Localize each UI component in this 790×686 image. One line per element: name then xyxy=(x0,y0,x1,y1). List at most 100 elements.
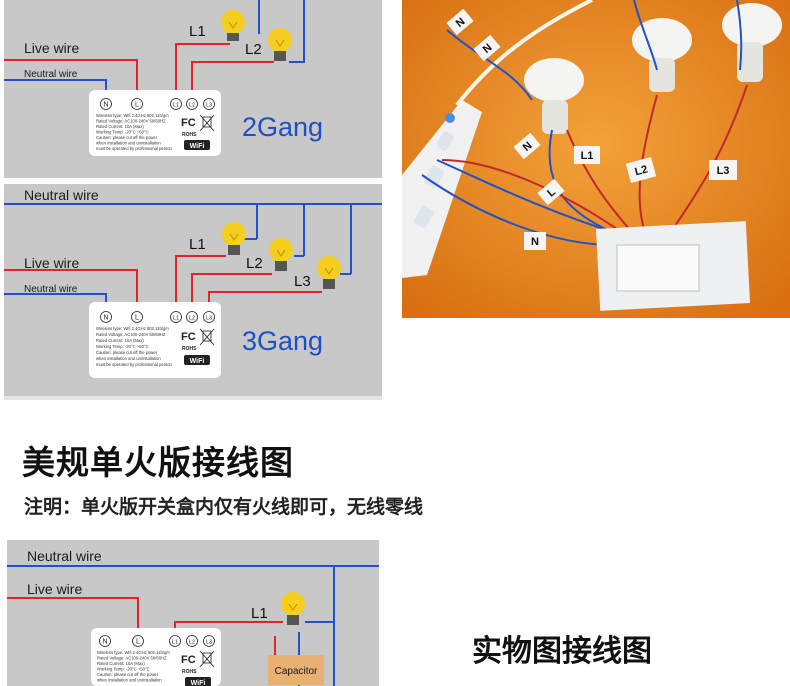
svg-text:when installation and uninstal: when installation and uninstallation xyxy=(97,678,162,683)
terminal-n: N xyxy=(103,102,108,109)
terminal-l: L xyxy=(135,102,139,109)
panel-2gang: Live wire Neutral wire L1 L2 N L L1 L2 L… xyxy=(4,0,382,178)
photo-wiring-title: 实物图接线图 xyxy=(472,634,652,669)
wire-tag: L xyxy=(537,178,565,206)
terminal-row: N L L1 L2 L3 xyxy=(100,98,215,110)
rohs-mark: ROHS xyxy=(182,132,197,138)
panel-capacitor: Neutral wire Live wire L1 Capacitor N L … xyxy=(7,540,379,686)
switch-module: N L L1 L2 L3 Wireless type: Wifi 2.4GHz … xyxy=(89,302,221,378)
svg-text:Rated Current: 10A (Max): Rated Current: 10A (Max) xyxy=(97,661,145,666)
bulb-icon xyxy=(317,256,341,289)
svg-text:L2: L2 xyxy=(634,164,650,179)
svg-text:Working Temp: -20°C ~50°C: Working Temp: -20°C ~50°C xyxy=(96,130,149,135)
svg-text:Rated Voltage: AC100-240V 50/6: Rated Voltage: AC100-240V 50/60HZ xyxy=(96,119,166,124)
lamp-label-l3: L3 xyxy=(294,273,311,290)
terminal-l2: L2 xyxy=(189,103,195,109)
svg-text:Caution: please cut off the po: Caution: please cut off the power xyxy=(97,672,159,677)
terminal-l3: L3 xyxy=(206,103,212,109)
wire-tag: L1 xyxy=(574,146,600,164)
wiring-note: 注明：单火版开关盒内仅有火线即可，无线零线 xyxy=(24,496,424,518)
spec-text: Wireless type: Wifi 2.4GHz 802.11b/g/n R… xyxy=(96,113,173,151)
lamp-label-l1: L1 xyxy=(251,605,268,622)
bulb-icon xyxy=(281,592,305,625)
live-wire-label: Live wire xyxy=(27,581,82,597)
gang-label-3: 3Gang xyxy=(242,326,323,356)
lamp-label-l2: L2 xyxy=(245,41,262,58)
svg-text:must be operated by profession: must be operated by professional person xyxy=(96,362,173,367)
terminal-l1: L1 xyxy=(172,640,178,646)
capacitor-box xyxy=(268,655,324,685)
page-heading: 美规单火版接线图 xyxy=(22,443,294,482)
terminal-n: N xyxy=(103,315,108,322)
wiring-photo: N N N L L1 L2 L3 N xyxy=(402,0,790,318)
fc-mark: FC xyxy=(181,654,196,666)
lamp-neutral-wire xyxy=(258,0,305,63)
neutral-wire-line xyxy=(4,293,107,302)
weee-bin-icon xyxy=(199,328,215,346)
svg-text:when installation and uninstal: when installation and uninstallation xyxy=(96,356,161,361)
svg-text:Caution: please cut off the po: Caution: please cut off the power xyxy=(96,350,158,355)
terminal-l2: L2 xyxy=(189,640,195,646)
wire-tag: N xyxy=(473,34,501,62)
wire-tag: N xyxy=(513,132,541,160)
live-wire-label: Live wire xyxy=(24,255,79,271)
l1-wire xyxy=(175,43,230,100)
live-wire-line xyxy=(4,59,138,100)
svg-text:N: N xyxy=(531,236,539,248)
wire-tag: L2 xyxy=(625,156,657,184)
bulb-icon xyxy=(524,58,584,134)
svg-text:Rated Current: 10A (Max): Rated Current: 10A (Max) xyxy=(96,338,144,343)
svg-text:Wireless type: Wifi 2.4GHz 802: Wireless type: Wifi 2.4GHz 802.11b/g/n xyxy=(97,650,170,655)
rohs-mark: ROHS xyxy=(182,346,197,352)
rohs-mark: ROHS xyxy=(182,669,197,675)
terminal-l1: L1 xyxy=(173,103,179,109)
svg-text:when installation and uninstal: when installation and uninstallation xyxy=(96,141,161,146)
svg-text:L1: L1 xyxy=(581,150,594,162)
wire-tag: L3 xyxy=(709,160,737,180)
panel-3gang: Neutral wire Live wire Neutral wire L1 L… xyxy=(4,184,382,400)
neutral-wire-top-label: Neutral wire xyxy=(24,187,99,203)
neutral-wire-label: Neutral wire xyxy=(24,69,78,80)
wire-tag: N xyxy=(524,232,546,250)
wifi-mark: WiFi xyxy=(190,143,205,150)
lamp-label-l2: L2 xyxy=(246,255,263,272)
svg-text:must be operated by profession: must be operated by professional person xyxy=(96,146,173,151)
l2-wire xyxy=(191,61,274,100)
wifi-mark: WiFi xyxy=(190,358,205,365)
svg-text:L3: L3 xyxy=(717,165,730,177)
svg-text:Rated Voltage: AC100-240V 50/6: Rated Voltage: AC100-240V 50/60HZ xyxy=(96,332,166,337)
bulb-icon xyxy=(269,238,293,271)
svg-text:Rated Current: 10A (Max): Rated Current: 10A (Max) xyxy=(96,124,144,129)
terminal-l2: L2 xyxy=(189,316,195,322)
terminal-l1: L1 xyxy=(173,316,179,322)
svg-text:Wireless type: Wifi 2.4GHz 802: Wireless type: Wifi 2.4GHz 802.11b/g/n xyxy=(96,113,169,118)
svg-text:Working Temp: -20°C ~50°C: Working Temp: -20°C ~50°C xyxy=(96,344,149,349)
bulb-icon xyxy=(221,10,245,41)
bulb-icon xyxy=(268,28,292,61)
gang-label-2: 2Gang xyxy=(242,112,323,142)
terminal-l3: L3 xyxy=(206,316,212,322)
switch-module: N L L1 L2 L3 Wireless type: Wifi 2.4GHz … xyxy=(89,90,221,156)
fc-mark: FC xyxy=(181,117,196,129)
bulb-icon xyxy=(722,3,782,82)
wifi-mark: WiFi xyxy=(191,680,206,686)
weee-bin-icon xyxy=(199,114,215,132)
capacitor-label: Capacitor xyxy=(275,666,318,677)
terminal-l: L xyxy=(135,315,139,322)
wire-tag: N xyxy=(446,8,474,36)
svg-text:Rated Voltage: AC100-240V 50/6: Rated Voltage: AC100-240V 50/60HZ xyxy=(97,656,167,661)
svg-text:Wireless type: Wifi 2.4GHz 802: Wireless type: Wifi 2.4GHz 802.11b/g/n xyxy=(96,326,169,331)
bulb-icon xyxy=(222,222,246,255)
lamp-label-l1: L1 xyxy=(189,236,206,253)
live-wire-line xyxy=(4,269,138,302)
neutral-wire-label: Neutral wire xyxy=(24,284,78,295)
terminal-l: L xyxy=(136,639,140,646)
neutral-wire-label: Neutral wire xyxy=(27,548,102,564)
switch-module: N L L1 L2 L3 Wireless type: Wifi 2.4GHz … xyxy=(91,628,221,686)
weee-bin-icon xyxy=(199,650,215,668)
fc-mark: FC xyxy=(181,331,196,343)
svg-text:Caution: please cut off the po: Caution: please cut off the power xyxy=(96,135,158,140)
terminal-n: N xyxy=(102,639,107,646)
switch-module-photo xyxy=(595,221,751,311)
svg-text:Working Temp: -20°C ~50°C: Working Temp: -20°C ~50°C xyxy=(97,667,150,672)
